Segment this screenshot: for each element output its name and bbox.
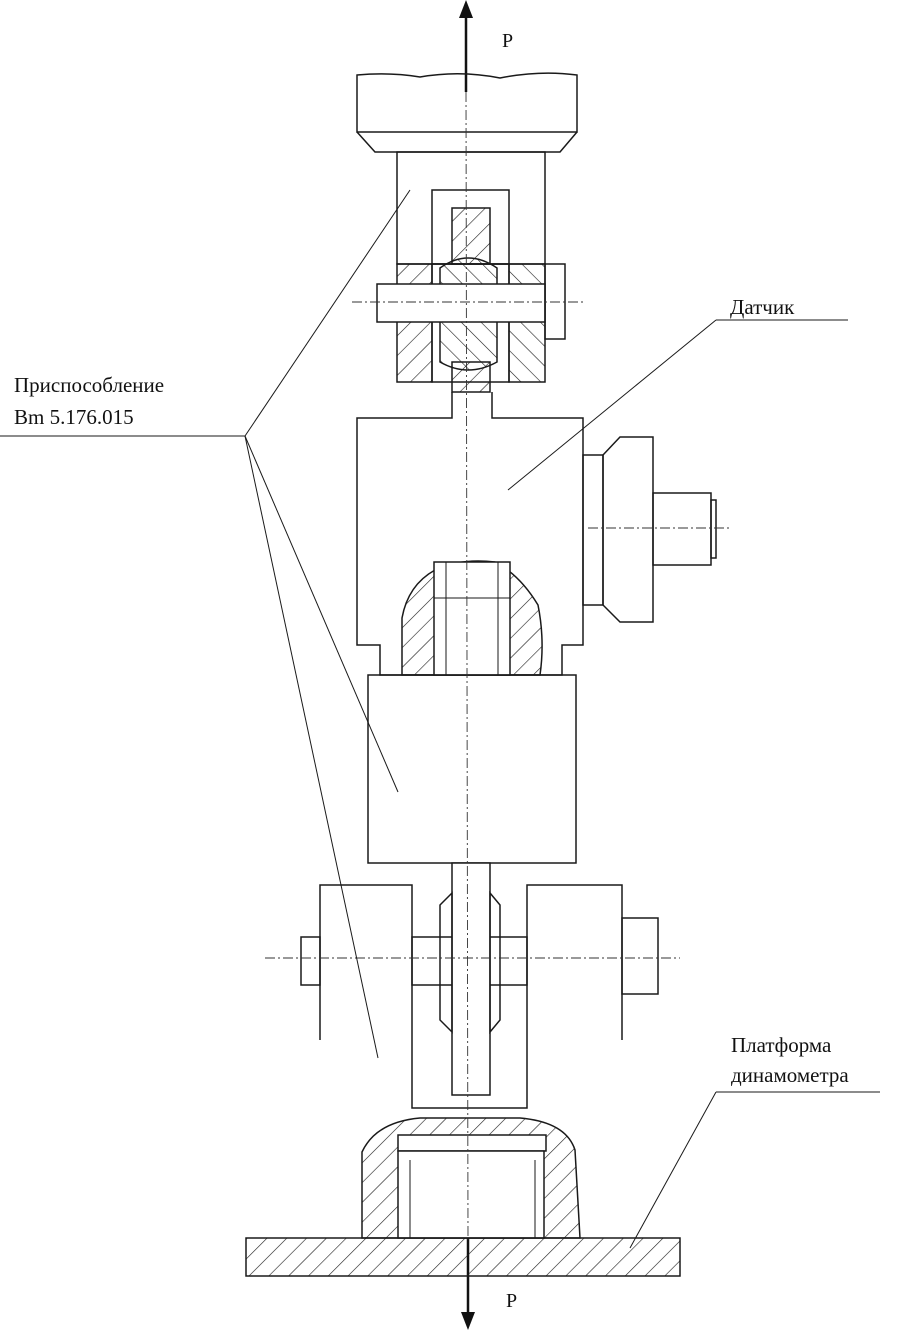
leader-lines	[0, 189, 880, 1249]
sensor-label: Датчик	[730, 295, 795, 319]
dynamometer-platform	[245, 1237, 681, 1277]
force-label-top: P	[502, 30, 513, 52]
fixture-label-line2: Вm 5.176.015	[14, 405, 134, 429]
platform-label-line2: динамометра	[731, 1063, 849, 1087]
fixture-label-line1: Приспособление	[14, 373, 164, 397]
platform-label-line1: Платформа	[731, 1033, 832, 1057]
lower-support	[361, 1117, 581, 1239]
force-arrow-top	[459, 0, 473, 92]
lower-fork	[265, 862, 680, 1109]
upper-link	[352, 207, 585, 393]
sensor-connector	[582, 436, 732, 623]
sensor-body	[356, 392, 584, 676]
force-label-bottom: P	[506, 1290, 517, 1312]
middle-block	[367, 674, 577, 864]
center-axis	[465, 91, 469, 1241]
